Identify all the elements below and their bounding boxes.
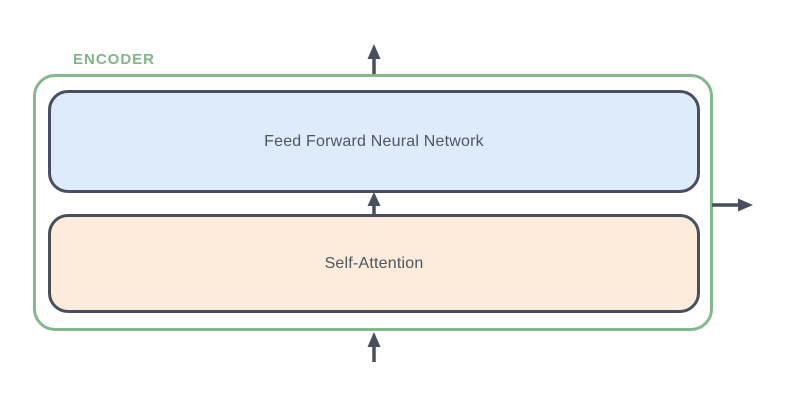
output-arrow-up-icon — [367, 44, 381, 74]
encoder-label: ENCODER — [73, 51, 156, 68]
feed-forward-label: Feed Forward Neural Network — [264, 132, 484, 150]
self-attention-label: Self-Attention — [324, 254, 424, 272]
self-attention-block: Self-Attention — [48, 214, 700, 313]
output-arrow-right-icon — [712, 198, 753, 212]
feed-forward-block: Feed Forward Neural Network — [48, 90, 700, 193]
input-arrow-up-icon — [367, 332, 381, 362]
encoder-container — [33, 74, 713, 331]
